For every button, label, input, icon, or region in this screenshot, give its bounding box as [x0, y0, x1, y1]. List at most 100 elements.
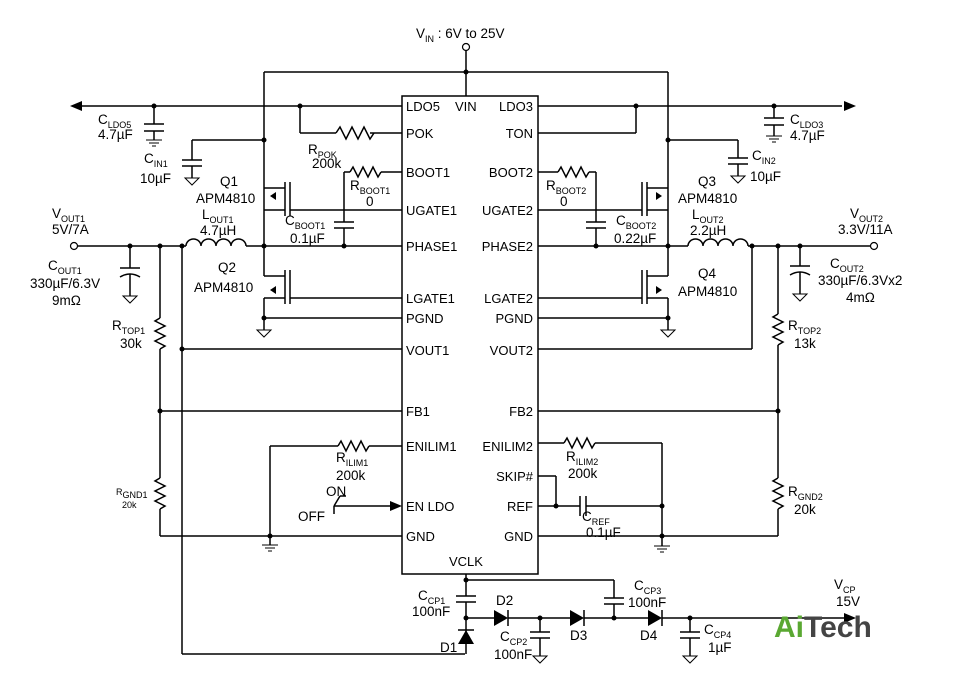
d4-label: D4	[640, 628, 658, 643]
rtop2-resistor	[771, 313, 785, 346]
d3-diode	[570, 610, 584, 626]
vcp-label: VCP	[834, 577, 856, 595]
cldo5-value: 4.7µF	[98, 127, 133, 142]
q2-part: APM4810	[194, 280, 253, 295]
vin-terminal	[461, 42, 471, 52]
q3-part: APM4810	[678, 191, 737, 206]
q3-mosfet	[538, 182, 669, 246]
pin-right-ton: TON	[506, 126, 533, 141]
ccp2-label: CCP2	[500, 629, 527, 647]
cboot1-label: CBOOT1	[285, 213, 325, 231]
vout1-value: 5V/7A	[52, 222, 89, 237]
lout2-inductor	[687, 238, 749, 247]
lout2-value: 2.2µH	[690, 223, 726, 238]
ldo3-arrow	[844, 101, 856, 111]
rgnd2-resistor	[771, 477, 785, 510]
rgnd1-label: RGND1	[116, 487, 148, 500]
vcp-value: 15V	[836, 594, 860, 609]
q1-mosfet	[263, 182, 402, 246]
q3-name: Q3	[698, 174, 716, 189]
q4-mosfet	[538, 246, 669, 330]
pin-left-gnd: GND	[406, 529, 435, 544]
ic-pins-right: LDO3TONBOOT2UGATE2PHASE2LGATE2PGNDVOUT2F…	[482, 99, 534, 544]
rboot2-label: RBOOT2	[546, 178, 586, 196]
pin-right-fb2: FB2	[509, 404, 533, 419]
pin-right-boot2: BOOT2	[489, 165, 533, 180]
pin-left-lgate1: LGATE1	[406, 291, 455, 306]
rtop1-label: RTOP1	[112, 318, 145, 336]
rtop1-resistor	[153, 317, 167, 350]
ldo5-arrow	[70, 101, 82, 111]
d1-label: D1	[440, 640, 457, 655]
pin-right-ldo3: LDO3	[499, 99, 533, 114]
d3-label: D3	[570, 628, 587, 643]
rilim1-resistor	[337, 439, 370, 453]
rgnd2-label: RGND2	[788, 484, 823, 502]
ccp1-label: CCP1	[418, 588, 445, 606]
rilim2-value: 200k	[568, 466, 598, 481]
cout2-label: COUT2	[830, 256, 864, 274]
pin-left-vout1: VOUT1	[406, 343, 449, 358]
d4-diode	[648, 610, 662, 626]
cref-label: CREF	[582, 509, 610, 527]
pin-right-enilim2: ENILIM2	[482, 439, 533, 454]
rboot1-label: RBOOT1	[350, 178, 390, 196]
rilim2-resistor	[563, 436, 596, 450]
q4-part: APM4810	[678, 284, 737, 299]
rgnd2-value: 20k	[794, 502, 816, 517]
cboot2-value: 0.22µF	[614, 231, 656, 246]
rpok-label: RPOK	[308, 142, 337, 160]
vcp-arrow	[844, 613, 856, 623]
rboot1-value: 0	[366, 194, 374, 209]
vout2-terminal	[869, 241, 879, 251]
pin-right-ugate2: UGATE2	[482, 203, 533, 218]
pin-vin: VIN	[455, 99, 477, 114]
lout2-label: LOUT2	[692, 207, 724, 225]
en-switch[interactable]	[333, 495, 341, 507]
rilim1-value: 200k	[336, 468, 366, 483]
switch-on-label: ON	[326, 484, 346, 499]
pin-left-en-ldo: EN LDO	[406, 499, 454, 514]
rboot2-resistor	[557, 165, 590, 179]
rtop1-value: 30k	[120, 336, 142, 351]
cboot2-label: CBOOT2	[616, 213, 656, 231]
pin-right-gnd: GND	[504, 529, 533, 544]
pin-right-ref: REF	[507, 499, 533, 514]
rboot2-value: 0	[560, 194, 568, 209]
pin-left-pok: POK	[406, 126, 434, 141]
aitech-logo: AiTech	[774, 611, 872, 644]
vout2-value: 3.3V/11A	[838, 222, 893, 237]
d2-label: D2	[496, 593, 513, 608]
cref-value: 0.1µF	[586, 525, 621, 540]
q2-name: Q2	[218, 260, 236, 275]
d2-diode	[494, 610, 508, 626]
cldo5-label: CLDO5	[98, 112, 131, 130]
vout1-label: VOUT1	[52, 206, 85, 224]
lout1-label: LOUT1	[202, 207, 234, 225]
rgnd1-resistor	[153, 477, 167, 510]
d1-diode	[458, 630, 474, 644]
pin-right-vout2: VOUT2	[490, 343, 533, 358]
ccp1-value: 100nF	[412, 604, 450, 619]
controller-ic	[401, 95, 539, 575]
rpok-value: 200k	[312, 156, 342, 171]
lout1-value: 4.7µH	[200, 223, 236, 238]
cboot1-value: 0.1µF	[290, 231, 325, 246]
cin1-label: CIN1	[144, 151, 168, 169]
ic-pins-left: LDO5POKBOOT1UGATE1PHASE1LGATE1PGNDVOUT1F…	[406, 99, 457, 544]
cout1-esr: 9mΩ	[52, 293, 81, 308]
cout1-label: COUT1	[48, 258, 82, 276]
q1-name: Q1	[220, 174, 238, 189]
ccp4-value: 1µF	[708, 640, 732, 655]
pin-left-phase1: PHASE1	[406, 239, 457, 254]
switch-off-label: OFF	[298, 509, 325, 524]
cout2-esr: 4mΩ	[846, 290, 875, 305]
rilim1-label: RILIM1	[336, 450, 368, 468]
vout2-label: VOUT2	[850, 206, 883, 224]
ccp2-value: 100nF	[494, 647, 532, 662]
pin-right-phase2: PHASE2	[482, 239, 533, 254]
pin-left-pgnd: PGND	[406, 311, 444, 326]
cin1-value: 10µF	[140, 171, 171, 186]
pin-left-ldo5: LDO5	[406, 99, 440, 114]
